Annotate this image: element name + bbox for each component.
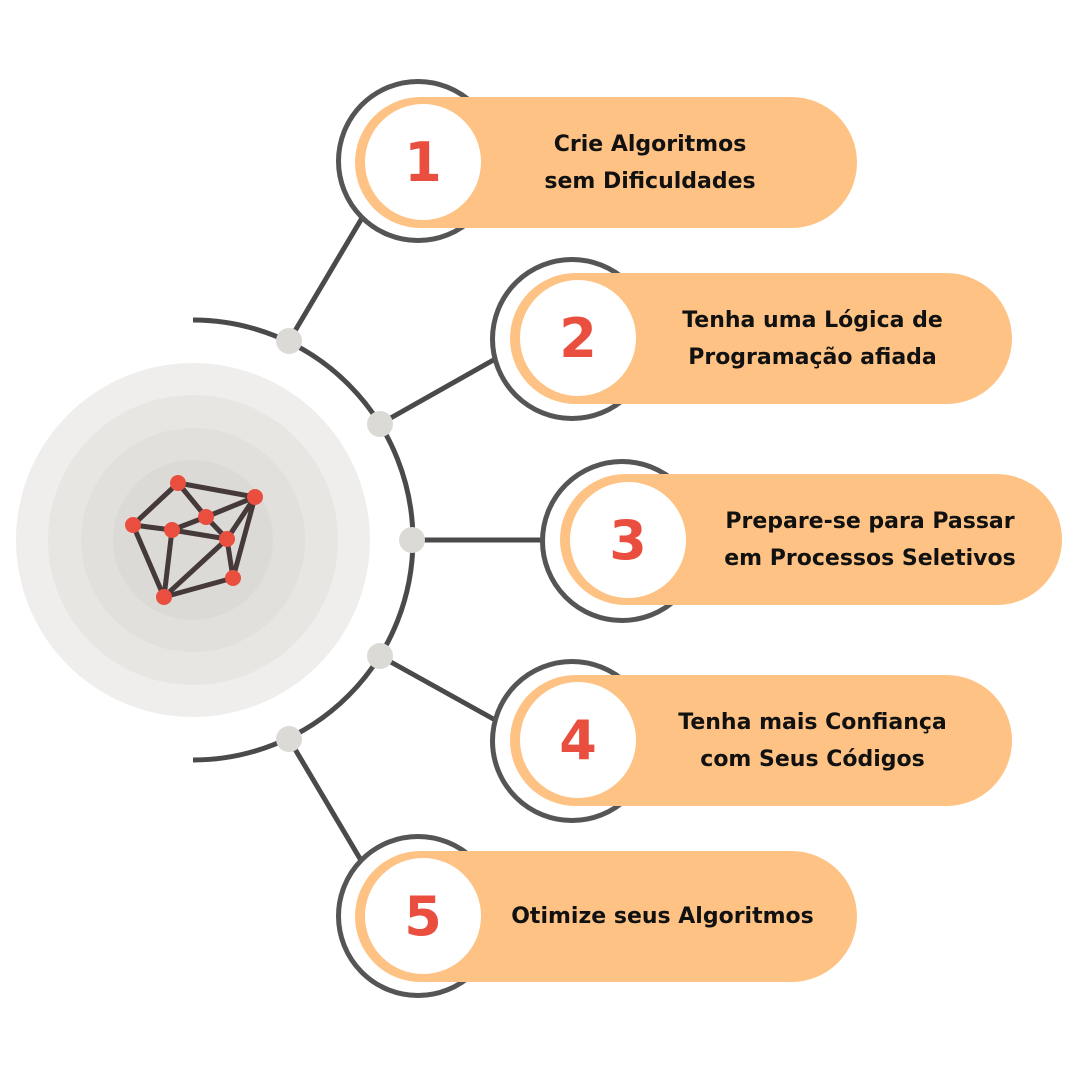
step-number: 3 <box>570 482 686 598</box>
step-label: Otimize seus Algoritmos <box>511 904 814 929</box>
connector-lines <box>286 216 547 864</box>
step-label: Prepare-se para Passar em Processos Sele… <box>724 508 1016 571</box>
network-graph-icon <box>125 475 263 605</box>
step-number: 1 <box>365 104 481 220</box>
step-number: 2 <box>520 280 636 396</box>
connector-dots <box>276 328 425 752</box>
step-label: Tenha uma Lógica de Programação afiada <box>682 307 943 370</box>
step-number: 4 <box>520 682 636 798</box>
step-label: Tenha mais Confiança com Seus Códigos <box>678 709 947 772</box>
step-label: Crie Algoritmos sem Dificuldades <box>544 131 756 194</box>
step-number: 5 <box>365 858 481 974</box>
